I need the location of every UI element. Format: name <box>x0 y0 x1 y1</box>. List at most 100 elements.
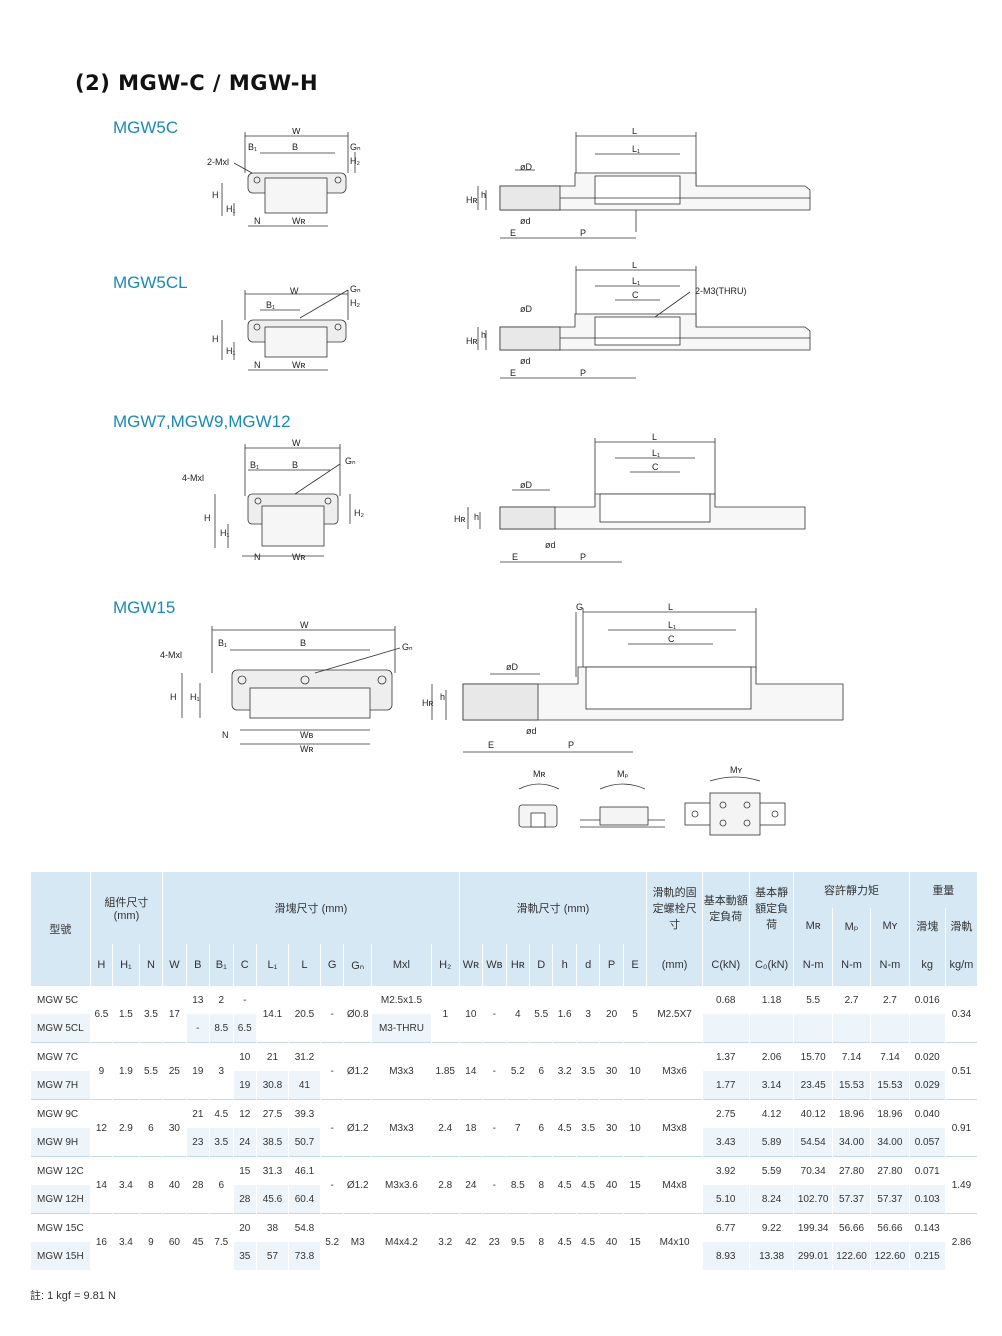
cell-wb: 23 <box>482 1213 507 1270</box>
cell-wb: - <box>482 986 507 1043</box>
column-header: N-m <box>793 944 833 986</box>
cell-h1: 2.9 <box>112 1099 140 1157</box>
cell-n: 8 <box>138 1156 164 1214</box>
label-mxl: 4-Mxl <box>182 473 204 483</box>
cell-wr: 18 <box>458 1099 484 1157</box>
cell-l: 39.3 <box>287 1099 321 1128</box>
header-weight: 重量 <box>908 872 979 908</box>
page-title: (2) MGW-C / MGW-H <box>75 71 319 95</box>
label-gn: Gₙ <box>345 456 356 466</box>
cell-b: 28 <box>185 1156 211 1214</box>
cell-mp: 15.53 <box>831 1071 872 1100</box>
label-wr: Wʀ <box>292 552 305 562</box>
label-c: C <box>668 634 675 644</box>
cell-mr: 5.5 <box>793 986 833 1014</box>
column-header: H₂ <box>430 944 460 986</box>
cell-c: 20 <box>232 1213 257 1242</box>
cell-h1: 3.4 <box>112 1213 140 1270</box>
header-bolt: 滑軌的固定螺栓尺寸 <box>646 872 703 944</box>
cell-l1: 38.5 <box>255 1128 289 1157</box>
label-h: h <box>474 512 479 522</box>
cell-hr: 7 <box>505 1099 531 1157</box>
cell-empty <box>831 1014 872 1043</box>
cell-h: 4.5 <box>552 1099 577 1157</box>
label-wr: Wʀ <box>292 360 305 370</box>
cell-c: 28 <box>232 1185 257 1214</box>
label-wb: Wʙ <box>300 730 313 740</box>
column-header: kg <box>908 944 946 986</box>
cell-b1: 4.5 <box>209 1099 234 1128</box>
cell-rail_w: 1.49 <box>944 1156 979 1214</box>
cell-hr: 5.2 <box>505 1042 531 1100</box>
cell-w: 25 <box>162 1042 187 1100</box>
mgw15-side-view: G L L₁ C øD Hʀ h ød E P <box>422 602 844 753</box>
label-hr: Hʀ <box>466 336 477 346</box>
cell-l1: 27.5 <box>255 1099 289 1128</box>
model-cell: MGW 5C <box>30 986 91 1014</box>
cell-mxl: M3x3 <box>371 1099 432 1157</box>
cell-hr: 9.5 <box>505 1213 531 1270</box>
label-d-small: ød <box>545 540 556 550</box>
cell-empty <box>701 1014 750 1043</box>
column-header: N-m <box>831 944 872 986</box>
cell-gn: Ø1.2 <box>343 1042 373 1100</box>
column-header: Mxl <box>371 944 432 986</box>
cell-c: 15 <box>232 1156 257 1185</box>
column-header: G <box>319 944 345 986</box>
cell-c: 24 <box>232 1128 257 1157</box>
cell-g: - <box>319 1042 345 1100</box>
cell-wr: 42 <box>458 1213 484 1270</box>
cell-my: 57.37 <box>870 1185 910 1214</box>
label-b1: B₁ <box>248 142 257 152</box>
footnote: 註: 1 kgf = 9.81 N <box>30 1290 116 1302</box>
cell-d: 4.5 <box>575 1213 601 1270</box>
label-mr: Mʀ <box>533 769 545 779</box>
label-b1: B₁ <box>266 300 275 310</box>
cell-n: 9 <box>138 1213 164 1270</box>
label-l1: L₁ <box>632 144 640 154</box>
label-hr: Hʀ <box>454 514 465 524</box>
cell-d: 8 <box>528 1213 554 1270</box>
cell-dyn: 3.92 <box>701 1156 750 1185</box>
label-d-small: ød <box>526 726 537 736</box>
cell-c: 12 <box>232 1099 257 1128</box>
cell-d: 6 <box>528 1042 554 1100</box>
label-hr: Hʀ <box>466 195 477 205</box>
model-cell: MGW 7C <box>30 1042 91 1071</box>
section-title-mgw5c: MGW5C <box>113 118 179 137</box>
cell-stat: 13.38 <box>748 1242 795 1270</box>
cell-bolt: M2.5X7 <box>646 986 703 1043</box>
cell-w: 60 <box>162 1213 187 1270</box>
cell-mr: 15.70 <box>793 1042 833 1071</box>
label-w: W <box>292 128 301 136</box>
cell-mxl: M3x3 <box>371 1042 432 1100</box>
cell-d: 8 <box>528 1156 554 1214</box>
cell-g: - <box>319 1156 345 1214</box>
cell-dyn: 3.43 <box>701 1128 750 1157</box>
column-header: W <box>162 944 187 986</box>
cell-mr: 199.34 <box>793 1213 833 1242</box>
label-wr: Wʀ <box>300 744 313 753</box>
cell-bolt: M4x8 <box>646 1156 703 1214</box>
column-header: H <box>89 944 114 986</box>
cell-b1: 6 <box>209 1156 234 1214</box>
spec-table: 型號 組件尺寸(mm) 滑塊尺寸 (mm) 滑軌尺寸 (mm) 滑軌的固定螺栓尺… <box>30 872 979 1270</box>
cell-mp: 57.37 <box>831 1185 872 1214</box>
model-cell: MGW 12C <box>30 1156 91 1185</box>
cell-dyn: 5.10 <box>701 1185 750 1214</box>
cell-h: 6.5 <box>89 986 114 1043</box>
header-my: Mʏ <box>870 908 910 944</box>
cell-g: - <box>319 986 345 1043</box>
cell-my: 34.00 <box>870 1128 910 1157</box>
cell-p: 40 <box>599 1213 624 1270</box>
label-l1: L₁ <box>652 448 660 458</box>
label-h: h <box>481 190 486 200</box>
cell-mp: 7.14 <box>831 1042 872 1071</box>
label-w: W <box>300 620 309 630</box>
label-n: N <box>254 360 261 370</box>
label-h: h <box>440 692 445 702</box>
label-n: N <box>254 216 261 226</box>
cell-stat: 8.24 <box>748 1185 795 1214</box>
mgw5c-front-view: W B₁ B Gₙ H₂ 2-Mxl H H₁ N Wʀ <box>207 128 361 227</box>
